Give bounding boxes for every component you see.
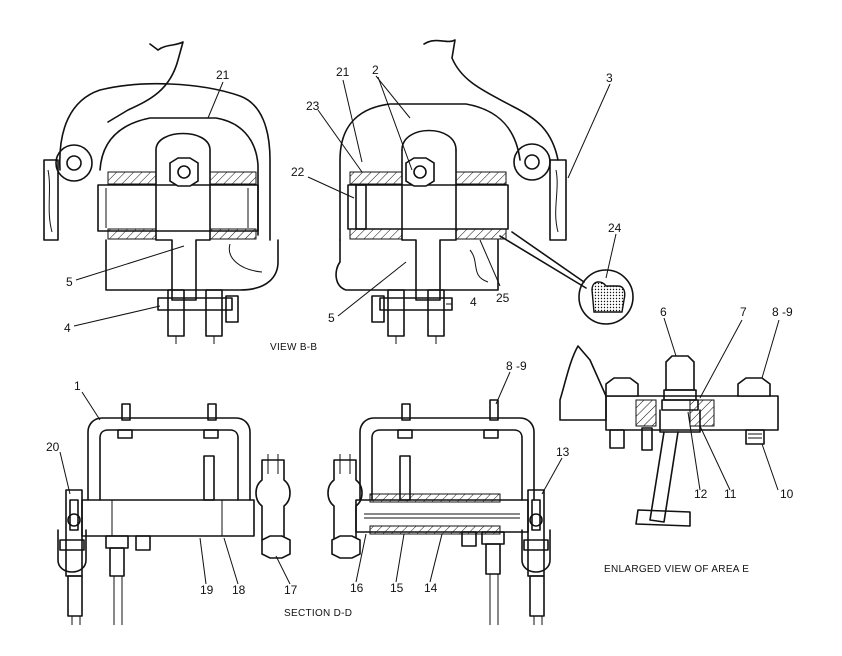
callout-5-left: 5 (66, 275, 73, 289)
callout-24: 24 (608, 221, 622, 235)
callout-1: 1 (74, 379, 81, 393)
leader-lines (59, 75, 780, 585)
callout-5-right: 5 (328, 311, 335, 325)
callout-13: 13 (556, 445, 570, 459)
callout-8-9-lower: 8 -9 (506, 359, 527, 373)
detail-seal-24 (499, 231, 634, 325)
rocker-right-view (335, 39, 567, 344)
callout-6: 6 (660, 305, 667, 319)
callout-25: 25 (496, 291, 510, 305)
enlarged-area-e (559, 345, 779, 527)
callout-19: 19 (200, 583, 214, 597)
callout-11: 11 (724, 487, 737, 501)
callout-8-9-upper: 8 -9 (772, 305, 793, 319)
callout-22: 22 (291, 165, 305, 179)
callout-21-right: 21 (336, 65, 350, 79)
callout-23: 23 (306, 99, 320, 113)
section-right-view (327, 399, 551, 625)
callout-21-left: 21 (216, 68, 230, 82)
caption-view-bb: VIEW B-B (270, 342, 317, 353)
callout-7: 7 (740, 305, 747, 319)
caption-section-dd: SECTION D-D (284, 608, 352, 619)
section-left-view (57, 403, 291, 625)
callout-15: 15 (390, 581, 404, 595)
rocker-left-view (43, 41, 279, 344)
callout-12: 12 (694, 487, 708, 501)
callout-3: 3 (606, 71, 613, 85)
callout-2: 2 (372, 63, 379, 77)
callout-labels: 21 21 2 3 23 22 5 4 5 4 25 24 6 7 8 -9 8… (46, 63, 794, 597)
callout-20: 20 (46, 440, 60, 454)
callout-18: 18 (232, 583, 246, 597)
callout-16: 16 (350, 581, 364, 595)
callout-4-left: 4 (64, 321, 71, 335)
callout-10: 10 (780, 487, 794, 501)
callout-17: 17 (284, 583, 298, 597)
caption-enlarged-area-e: ENLARGED VIEW OF AREA E (604, 564, 749, 575)
callout-4-right: 4 (470, 295, 477, 309)
captions: VIEW B-B SECTION D-D ENLARGED VIEW OF AR… (270, 342, 749, 619)
callout-14: 14 (424, 581, 438, 595)
